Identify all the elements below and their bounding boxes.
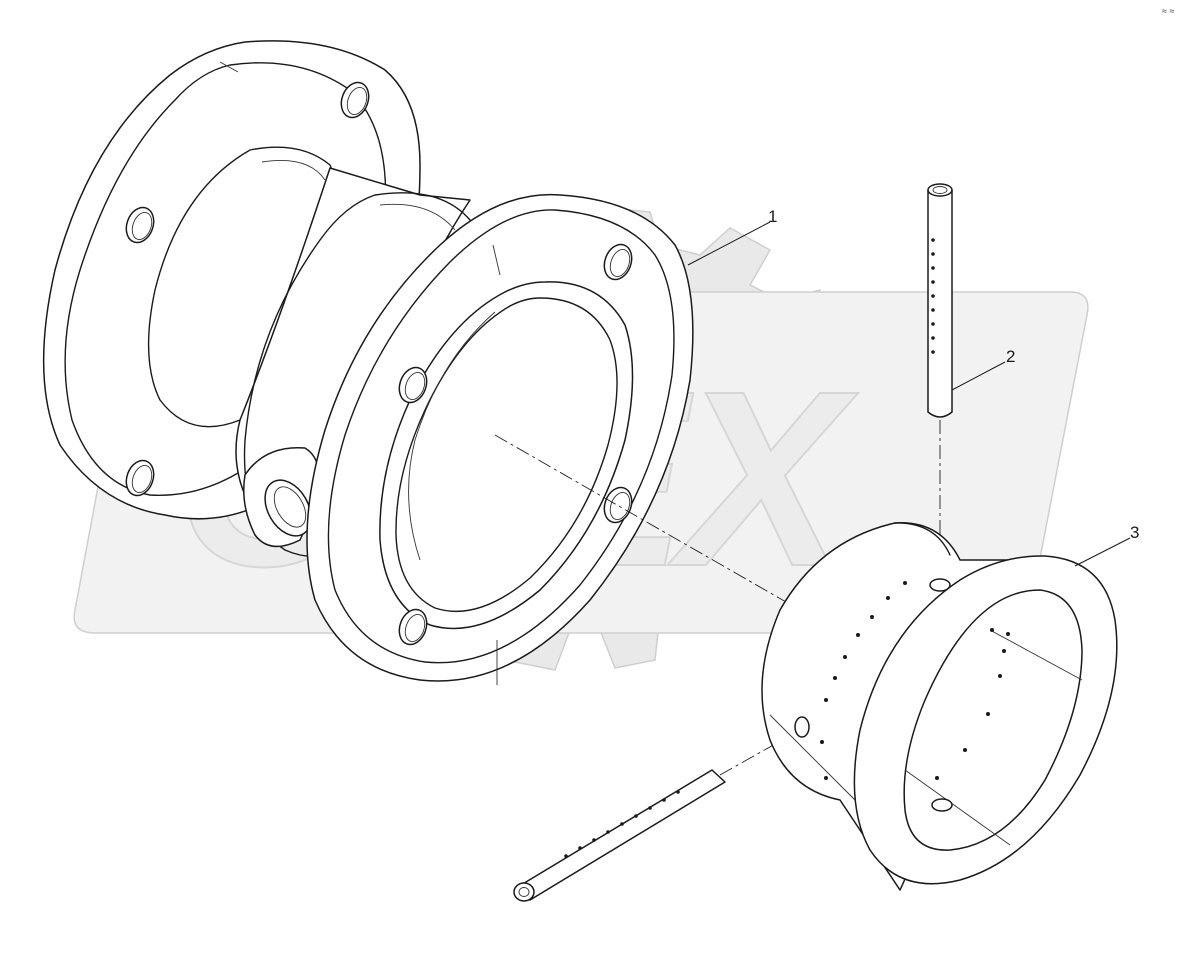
rear-flange-bore-inner — [261, 160, 326, 181]
corner-mark: ≈ ≈ — [1162, 6, 1174, 16]
sleeve-top-hole — [929, 578, 951, 592]
lower-spring-pin — [513, 769, 726, 902]
front-flange-bore — [379, 281, 634, 630]
rear-flange-face — [64, 62, 387, 496]
callout-2-leader — [951, 361, 1006, 391]
pin-top-end — [927, 183, 953, 197]
rear-flange-bolt-holes — [125, 81, 370, 497]
lower-pin-body — [515, 769, 726, 901]
callout-1-leader — [687, 221, 771, 266]
sleeve-bore-floor — [904, 769, 1011, 846]
sleeve-bottom-hole — [931, 798, 953, 812]
hub-side-boss — [243, 446, 321, 548]
front-flange-seam — [492, 244, 501, 276]
sleeve-rear-edge — [894, 522, 951, 556]
callout-2-label: 2 — [1006, 347, 1015, 366]
pin-body — [927, 189, 953, 418]
sleeve-pin-holes — [794, 578, 1010, 812]
front-flange-bore-shadow — [408, 311, 496, 561]
main-axis-line — [494, 434, 801, 611]
front-flange-bore-inner — [395, 297, 618, 613]
front-flange-face — [327, 209, 675, 664]
callout-3-leader — [1074, 537, 1131, 567]
part-3-sleeve — [761, 522, 1118, 891]
rear-flange-seam — [219, 61, 239, 73]
sleeve-bore — [903, 589, 1083, 851]
pin-hole-row — [931, 238, 935, 354]
lower-pin-end — [513, 882, 535, 902]
lower-pin-hole-row — [564, 790, 680, 858]
callout-1-label: 1 — [768, 207, 777, 226]
front-flange-bolt-holes — [398, 243, 633, 646]
callout-3-label: 3 — [1130, 523, 1139, 542]
part-2-spring-pin — [927, 183, 953, 418]
sleeve-side-hole — [794, 716, 810, 738]
hub-cylinder-edge — [379, 203, 456, 231]
sleeve-body-line — [769, 714, 856, 801]
sleeve-bore-shadow — [989, 629, 1083, 681]
callouts: 1 2 3 — [687, 207, 1139, 567]
